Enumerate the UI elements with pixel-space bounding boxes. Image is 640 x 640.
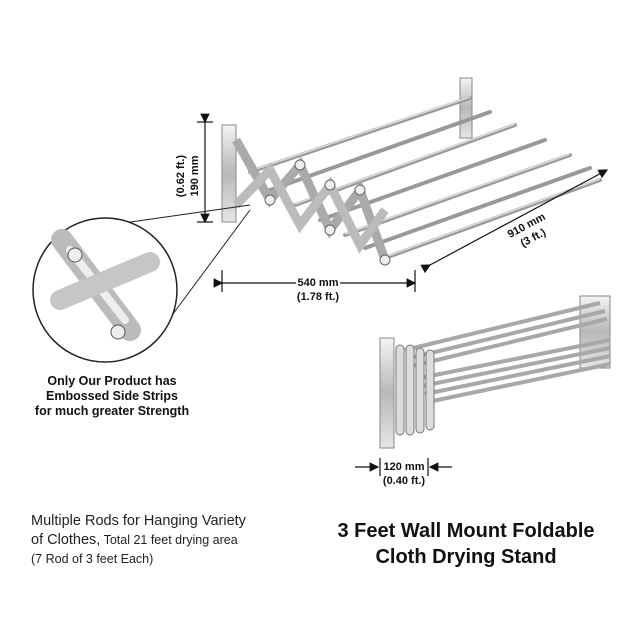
- feature-callout: Only Our Product has Embossed Side Strip…: [0, 374, 224, 419]
- height-label: (0.62 ft.) 190 mm: [174, 136, 202, 216]
- width-ft: (1.78 ft.): [296, 291, 340, 303]
- feature-line: for much greater Strength: [34, 404, 190, 418]
- description-text-small: Total 21 feet drying area: [100, 533, 238, 547]
- width-mm: 540 mm: [295, 276, 341, 290]
- depth-label: 120 mm (0.40 ft.): [364, 460, 444, 488]
- title-line: Cloth Drying Stand: [375, 546, 557, 568]
- description-line: Multiple Rods for Hanging Variety: [31, 513, 246, 529]
- feature-line: Only Our Product has: [47, 374, 177, 388]
- height-ft: (0.62 ft.): [175, 154, 187, 198]
- product-title: 3 Feet Wall Mount Foldable Cloth Drying …: [316, 518, 616, 570]
- depth-ft: (0.40 ft.): [382, 475, 426, 487]
- height-mm: 190 mm: [189, 155, 201, 197]
- depth-mm: 120 mm: [383, 461, 425, 473]
- width-label: 540 mm (1.78 ft.): [278, 276, 358, 304]
- detail-magnifier: [32, 204, 251, 363]
- title-line: 3 Feet Wall Mount Foldable: [337, 520, 595, 542]
- description-line: (7 Rod of 3 feet Each): [31, 552, 154, 566]
- length-dimension-line: [420, 169, 609, 274]
- product-description: Multiple Rods for Hanging Variety of Clo…: [31, 512, 246, 569]
- feature-line: Embossed Side Strips: [46, 389, 178, 403]
- description-text: of Clothes,: [31, 532, 101, 548]
- folded-rack: [379, 295, 611, 449]
- description-line: of Clothes, Total 21 feet drying area: [31, 531, 246, 550]
